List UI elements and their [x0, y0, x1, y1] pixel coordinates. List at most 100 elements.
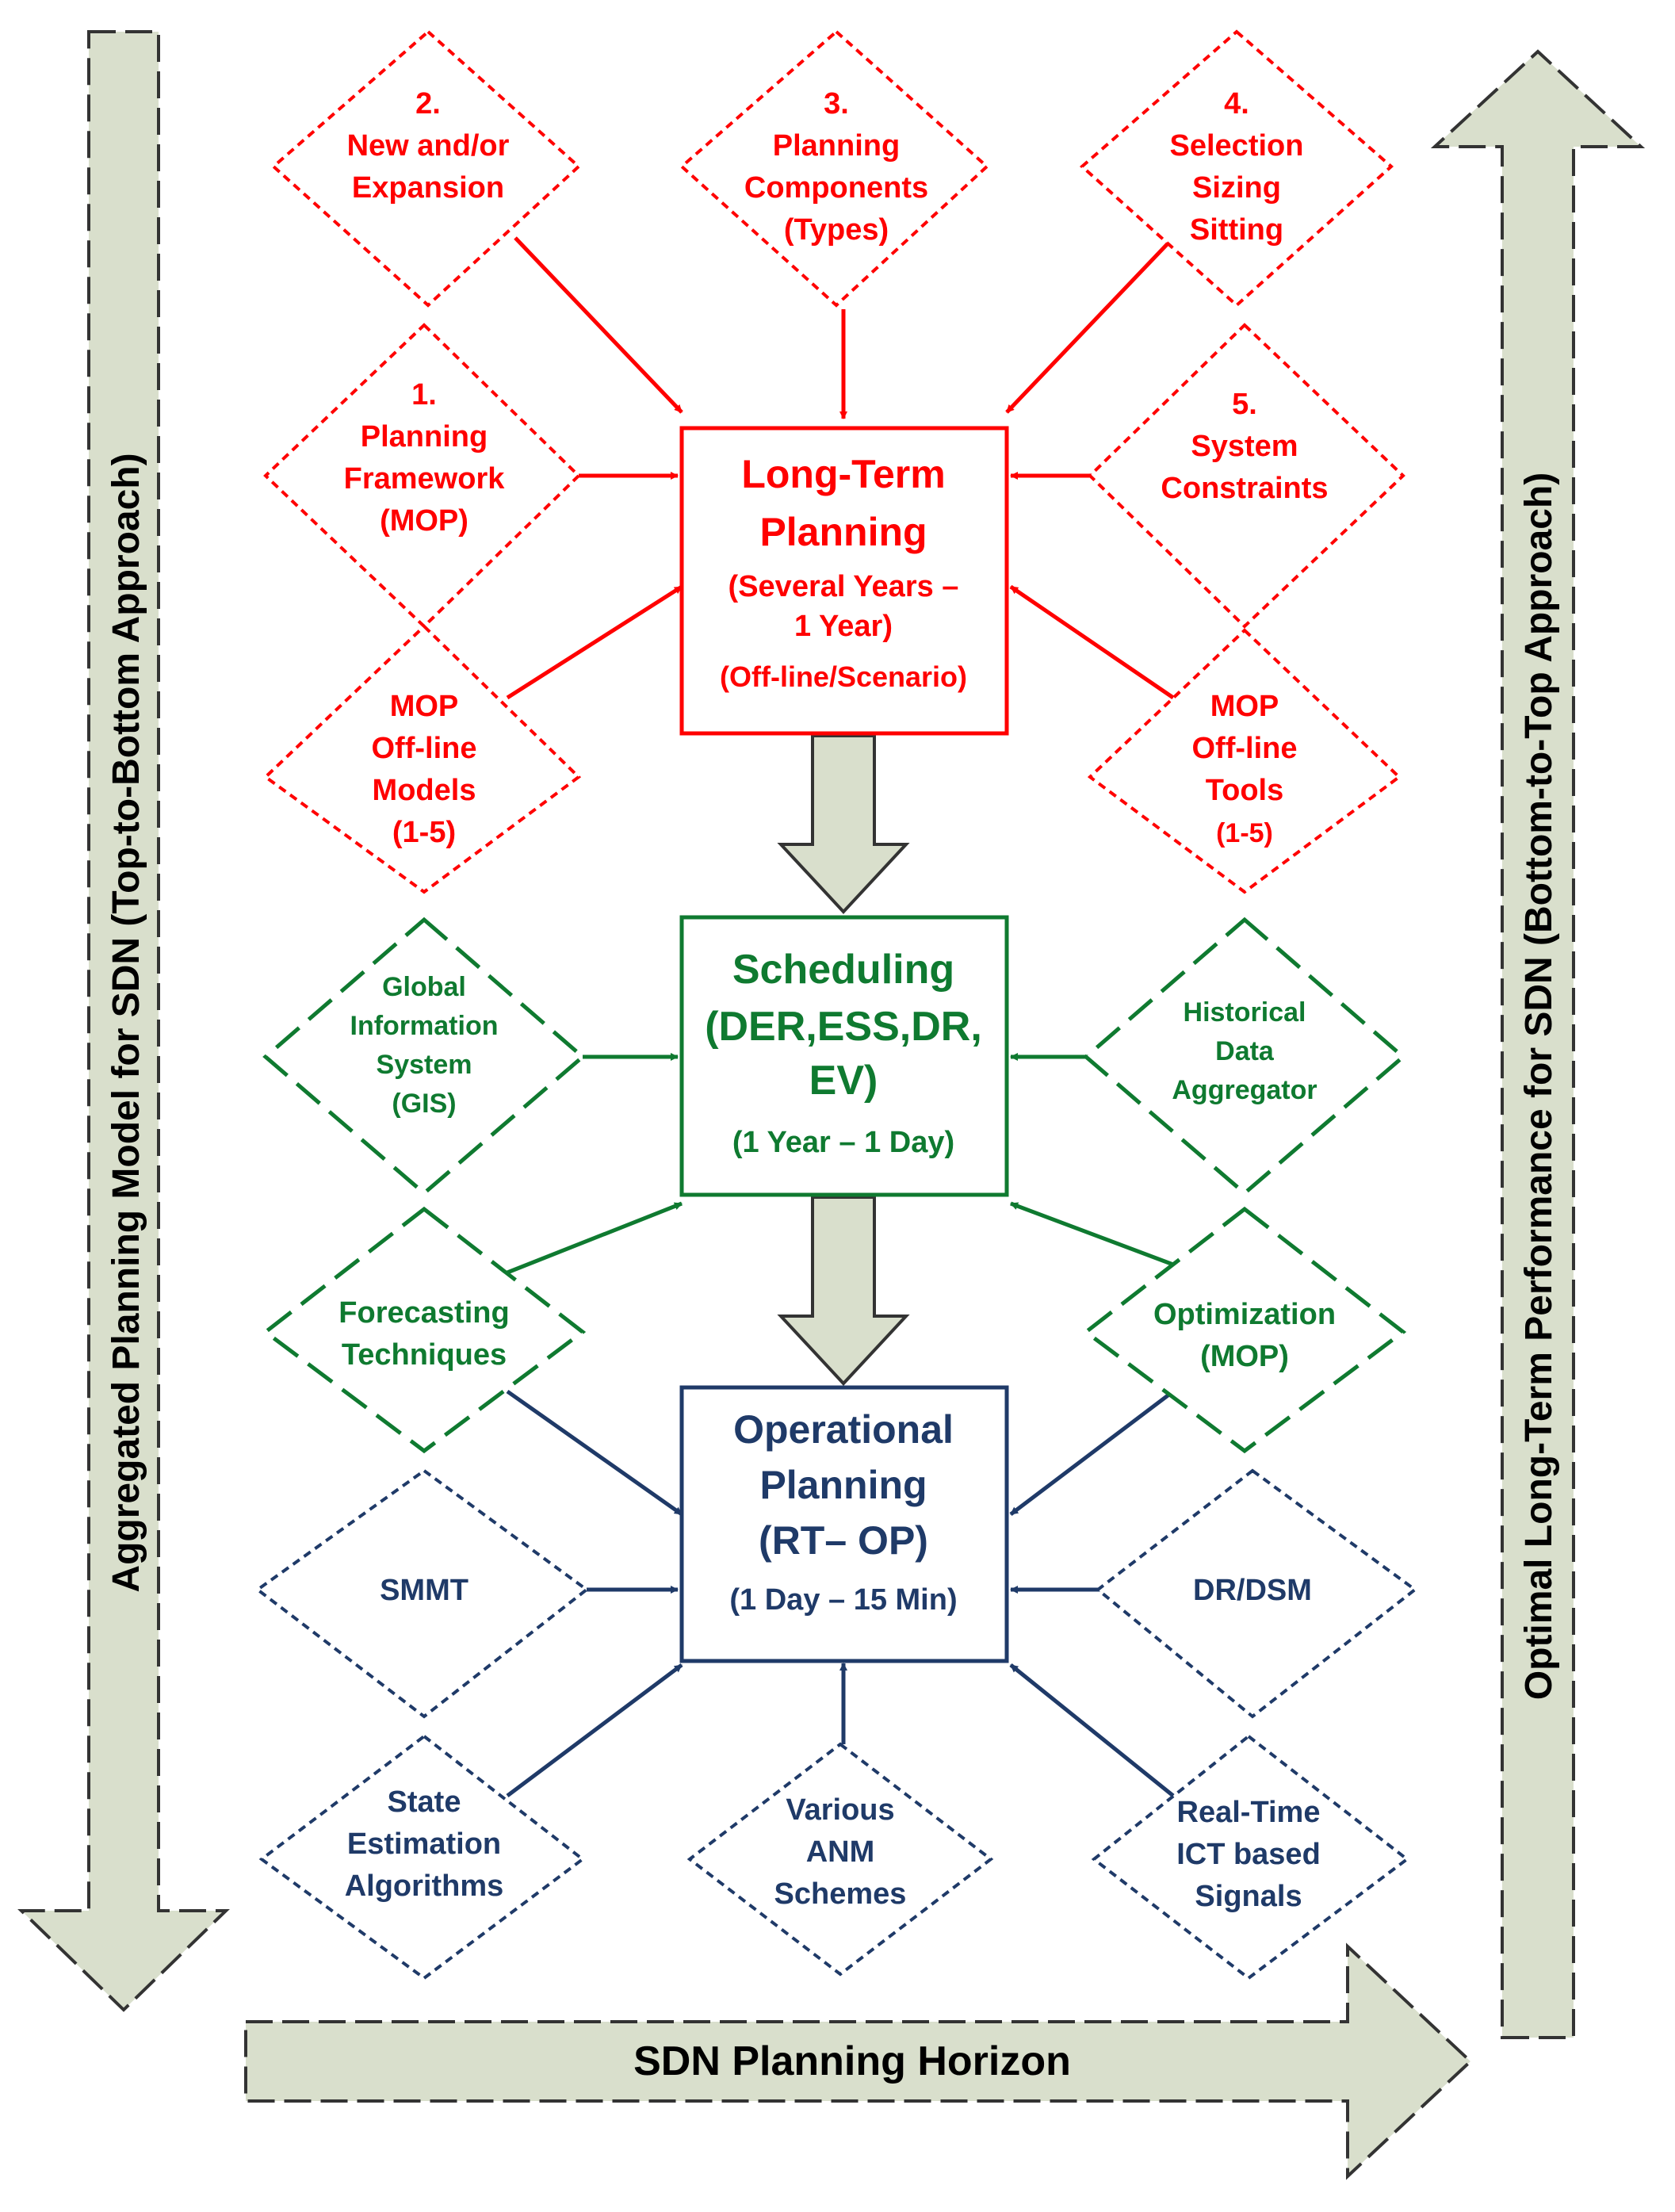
diamond-label: Selection — [1170, 129, 1304, 163]
shape-outline — [679, 1385, 1009, 1663]
bottom-arrow-label: SDN Planning Horizon — [633, 2038, 1071, 2084]
long-term-line-3: (Several Years – — [729, 570, 959, 603]
shape-outline — [262, 1206, 587, 1454]
diamond-label: (1-5) — [1216, 818, 1273, 848]
shape-outline — [1087, 628, 1402, 894]
diamond-label: Various — [786, 1793, 894, 1827]
red-diamond-d4: 4. Selection Sizing Sitting — [1079, 29, 1394, 308]
long-term-line-1: Long-Term — [741, 452, 945, 496]
green-connectors — [507, 1053, 1174, 1275]
shape-outline — [270, 29, 581, 308]
diamond-label: (GIS) — [392, 1089, 456, 1119]
blue-diamond-anm: Various ANM Schemes — [686, 1742, 994, 1977]
diamond-label: Real-Time — [1177, 1796, 1321, 1829]
diamond-label: ICT based — [1176, 1838, 1321, 1871]
connector-forecasting — [507, 1201, 683, 1275]
shape-outline — [254, 1468, 590, 1719]
diamond-label: Components — [744, 171, 928, 205]
operational-line-2: Planning — [759, 1463, 927, 1507]
red-diamond-models: MOP Off-line Models (1-5) — [262, 624, 582, 894]
diamond-label: Algorithms — [345, 1869, 504, 1903]
red-diamond-d5: 5. System Constraints — [1088, 323, 1405, 629]
diamond-label: 4. — [1224, 87, 1249, 121]
right-arrow-shape — [1430, 49, 1646, 2039]
diamond-label: 5. — [1232, 388, 1257, 421]
connector-forecasting-op — [506, 1389, 683, 1517]
shape-outline — [258, 1734, 586, 1980]
connector-d4 — [1005, 236, 1175, 414]
scheduling-line-1: Scheduling — [732, 947, 954, 993]
green-diamond-optimization: Optimization (MOP) — [1082, 1206, 1407, 1454]
connector-tools — [1009, 584, 1175, 700]
shape-outline — [1095, 1468, 1418, 1719]
diamond-label: MOP — [390, 690, 459, 723]
scheduling-line-4: (1 Year – 1 Day) — [732, 1126, 954, 1159]
shape-outline — [262, 624, 582, 894]
diamond-label: Planning — [773, 129, 900, 163]
diamond-label: DR/DSM — [1193, 1574, 1312, 1607]
bottom-arrow-shape — [244, 1942, 1473, 2180]
diamond-label: Sizing — [1192, 171, 1281, 205]
diamond-label: ANM — [806, 1835, 875, 1869]
left-arrow-label: Aggregated Planning Model for SDN (Top-t… — [105, 453, 147, 1592]
shape-outline — [679, 29, 989, 308]
diamond-label: (MOP) — [380, 504, 468, 538]
long-term-line-2: Planning — [759, 510, 927, 554]
diamond-label: (Types) — [784, 213, 889, 247]
operational-line-3: (RT– OP) — [759, 1518, 928, 1563]
blue-diamond-ict: Real-Time ICT based Signals — [1091, 1734, 1410, 1980]
right-arrow-label: Optimal Long-Term Performance for SDN (B… — [1518, 473, 1560, 1700]
red-diamond-tools: MOP Off-line Tools (1-5) — [1087, 628, 1402, 894]
diamond-label: SMMT — [380, 1574, 468, 1607]
diamond-label: Schemes — [774, 1877, 907, 1911]
diamond-label: Aggregator — [1172, 1075, 1317, 1105]
blue-diamond-smmt: SMMT — [254, 1468, 590, 1719]
diamond-label: 3. — [824, 87, 849, 121]
red-diamond-d1: 1. Planning Framework (MOP) — [263, 323, 581, 629]
shape-outline — [1082, 1206, 1407, 1454]
diamond-label: Framework — [344, 462, 506, 496]
diamond-label: (1-5) — [392, 816, 456, 849]
diamond-label: (MOP) — [1200, 1340, 1289, 1373]
long-term-planning-box: Long-Term Planning (Several Years – 1 Ye… — [679, 426, 1009, 736]
long-term-line-5: (Off-line/Scenario) — [720, 660, 967, 693]
long-term-line-4: 1 Year) — [794, 610, 893, 643]
diamond-label: New and/or — [347, 129, 510, 163]
shape-outline — [1091, 1734, 1410, 1980]
connector-models — [506, 584, 683, 700]
diamond-label: Tools — [1206, 774, 1284, 807]
diamond-label: Off-line — [1192, 732, 1298, 765]
shape-outline — [1079, 29, 1394, 308]
connector-state — [506, 1663, 683, 1797]
diamond-label: Information — [350, 1011, 499, 1041]
left-side-arrow: Aggregated Planning Model for SDN (Top-t… — [17, 30, 230, 2012]
diamond-label: Constraints — [1161, 472, 1328, 505]
flow-arrow-scheduling-to-operational — [777, 1196, 910, 1386]
blue-connectors — [506, 1389, 1175, 1797]
diamond-label: State — [388, 1785, 461, 1819]
diamond-label: Historical — [1184, 997, 1306, 1028]
shape-outline — [679, 426, 1009, 736]
diamond-label: MOP — [1210, 690, 1279, 723]
red-diamond-d3: 3. Planning Components (Types) — [679, 29, 989, 308]
diamond-label: Global — [382, 972, 466, 1002]
flow-arrow-longterm-to-scheduling — [777, 734, 910, 914]
shape-outline — [679, 915, 1009, 1197]
scheduling-line-3: EV) — [809, 1058, 878, 1104]
right-side-arrow: Optimal Long-Term Performance for SDN (B… — [1430, 49, 1646, 2039]
operational-line-4: (1 Day – 15 Min) — [729, 1583, 957, 1617]
green-diamond-historical: Historical Data Aggregator — [1083, 917, 1406, 1196]
shape-outline — [686, 1742, 994, 1977]
diamond-label: Sitting — [1190, 213, 1283, 247]
green-diamond-gis: Global Information System (GIS) — [262, 917, 586, 1196]
shape-outline — [1083, 917, 1406, 1196]
diamond-label: Forecasting — [338, 1296, 509, 1330]
diamond-label: Planning — [361, 420, 488, 453]
red-connectors — [506, 236, 1175, 700]
diamond-label: Estimation — [347, 1827, 501, 1861]
blue-diamond-drdsm: DR/DSM — [1095, 1468, 1418, 1719]
diamond-label: Signals — [1195, 1880, 1302, 1913]
diamond-label: System — [1191, 430, 1298, 463]
green-diamond-forecasting: Forecasting Techniques — [262, 1206, 587, 1454]
connector-optimization — [1010, 1201, 1174, 1267]
